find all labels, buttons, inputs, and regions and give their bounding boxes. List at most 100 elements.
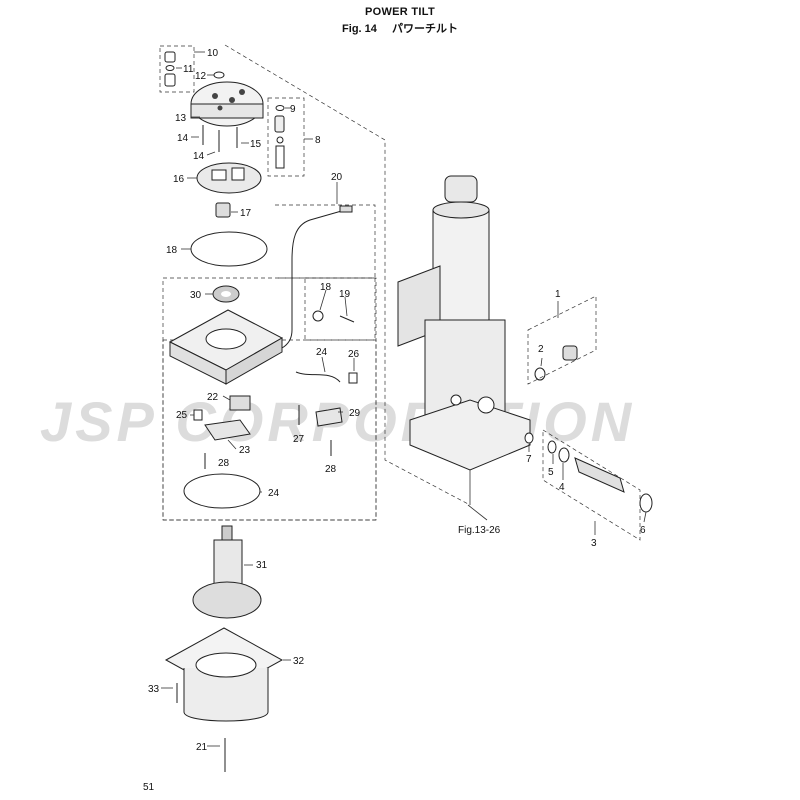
- callout-32: 32: [293, 656, 305, 667]
- figure-number: Fig. 14: [342, 23, 377, 35]
- tilt-cylinder: [432, 209, 490, 321]
- callout-7: 7: [526, 454, 532, 465]
- callout-23: 22: [207, 392, 219, 403]
- group-outline-3: [542, 429, 641, 541]
- part-2-oring: [534, 367, 546, 381]
- group-outline-19-20: [304, 277, 376, 341]
- part-11-oring: [165, 65, 175, 71]
- page-title: POWER TILT: [364, 6, 435, 18]
- part-18-oring: [190, 231, 268, 267]
- callout-30: 30: [190, 290, 202, 301]
- part-32-housing-body: [183, 668, 269, 722]
- callout-14: 14: [177, 133, 189, 144]
- part-31-armature: [213, 539, 243, 587]
- part-24-plate: [204, 419, 251, 441]
- leader-lines: [161, 51, 647, 747]
- figure-name: パワーチルト: [391, 23, 458, 35]
- part-32-housing-bore: [195, 652, 257, 678]
- callout-26: 24: [316, 347, 328, 358]
- callout-28: 28: [218, 458, 230, 469]
- part-12-oring: [213, 71, 225, 79]
- callout-27: 25: [176, 410, 188, 421]
- part-2-plug: [562, 345, 578, 361]
- callout-4: 4: [559, 482, 565, 493]
- callout-28: 28: [325, 464, 337, 475]
- part-10-plug: [164, 51, 176, 63]
- callout-27: 26: [348, 349, 360, 360]
- tilt-port: [477, 396, 495, 414]
- figure-reference: Fig.13-26: [458, 525, 501, 536]
- part-25-oring: [183, 473, 261, 509]
- callout-33: 33: [148, 684, 160, 695]
- part-29-brush: [315, 407, 343, 427]
- callout-19: 18: [320, 282, 332, 293]
- callout-24: 23: [239, 445, 251, 456]
- part-5-oring: [547, 440, 557, 454]
- group-outline-upper: [224, 44, 471, 506]
- part-26-lead: [295, 371, 341, 383]
- callout-28: 27: [293, 434, 305, 445]
- group-outline-1: [527, 295, 597, 385]
- callout-18: 18: [166, 245, 178, 256]
- part-13-pump-side: [190, 103, 264, 119]
- callout-16: 16: [173, 174, 185, 185]
- part-motor-plate-bore: [205, 328, 247, 350]
- callout-14: 14: [193, 151, 205, 162]
- callout-11: 11: [183, 64, 194, 75]
- callout-8: 8: [315, 135, 321, 146]
- part-7-washer: [524, 432, 534, 444]
- part-31-shaft: [221, 525, 233, 541]
- callout-15: 15: [250, 139, 262, 150]
- tilt-base: [409, 399, 531, 471]
- part-6-circlip: [639, 493, 653, 513]
- part-9-oring: [275, 105, 285, 111]
- callout-10: 10: [207, 48, 219, 59]
- part-22-terminal: [339, 205, 353, 213]
- part-30-bore: [221, 291, 231, 297]
- tilt-cylinder-eye: [444, 175, 478, 203]
- part-19-clamp: [312, 310, 324, 322]
- part-3-valve: [574, 457, 625, 493]
- part-16-recess: [211, 169, 227, 181]
- callout-31: 31: [256, 560, 268, 571]
- figure-caption: Fig. 14 パワーチルト: [0, 20, 800, 36]
- callout-13: 13: [175, 113, 187, 124]
- tilt-cylinder-top: [432, 201, 490, 219]
- part-16-plate: [196, 162, 262, 194]
- callout-1: 1: [555, 289, 561, 300]
- part-13-hole: [229, 97, 235, 103]
- callout-25: 24: [268, 488, 280, 499]
- part-8-spring: [275, 145, 285, 169]
- callout-12: 12: [195, 71, 207, 82]
- callout-9: 9: [290, 104, 296, 115]
- group-outline-motor-top: [162, 277, 377, 521]
- part-4-oring: [558, 447, 570, 463]
- callout-17: 17: [240, 208, 252, 219]
- part-10-plug-lower: [164, 73, 176, 87]
- callout-20: 19: [339, 289, 351, 300]
- callout-2: 2: [538, 344, 544, 355]
- part-20-screw: [339, 315, 355, 323]
- callout-6: 6: [640, 525, 646, 536]
- part-13-hole: [212, 93, 218, 99]
- callout-21: 21: [196, 742, 208, 753]
- part-27-spring: [348, 372, 358, 384]
- part-motor-plate-side: [225, 337, 283, 385]
- group-outline-10: [159, 45, 195, 93]
- group-outline-8: [267, 97, 305, 177]
- part-31-commutator: [192, 581, 262, 619]
- callout-3: 3: [591, 538, 597, 549]
- part-23-brush: [229, 395, 251, 411]
- part-8-ball: [276, 136, 284, 144]
- part-16-recess: [231, 167, 245, 181]
- part-13-hole: [217, 105, 223, 111]
- callout-29: 29: [349, 408, 361, 419]
- tilt-port: [450, 394, 462, 406]
- part-17-coupling: [215, 202, 231, 218]
- page-number: 51: [143, 782, 155, 793]
- part-8-valve: [274, 115, 285, 133]
- callout-22: 20: [331, 172, 343, 183]
- callout-5: 5: [548, 467, 554, 478]
